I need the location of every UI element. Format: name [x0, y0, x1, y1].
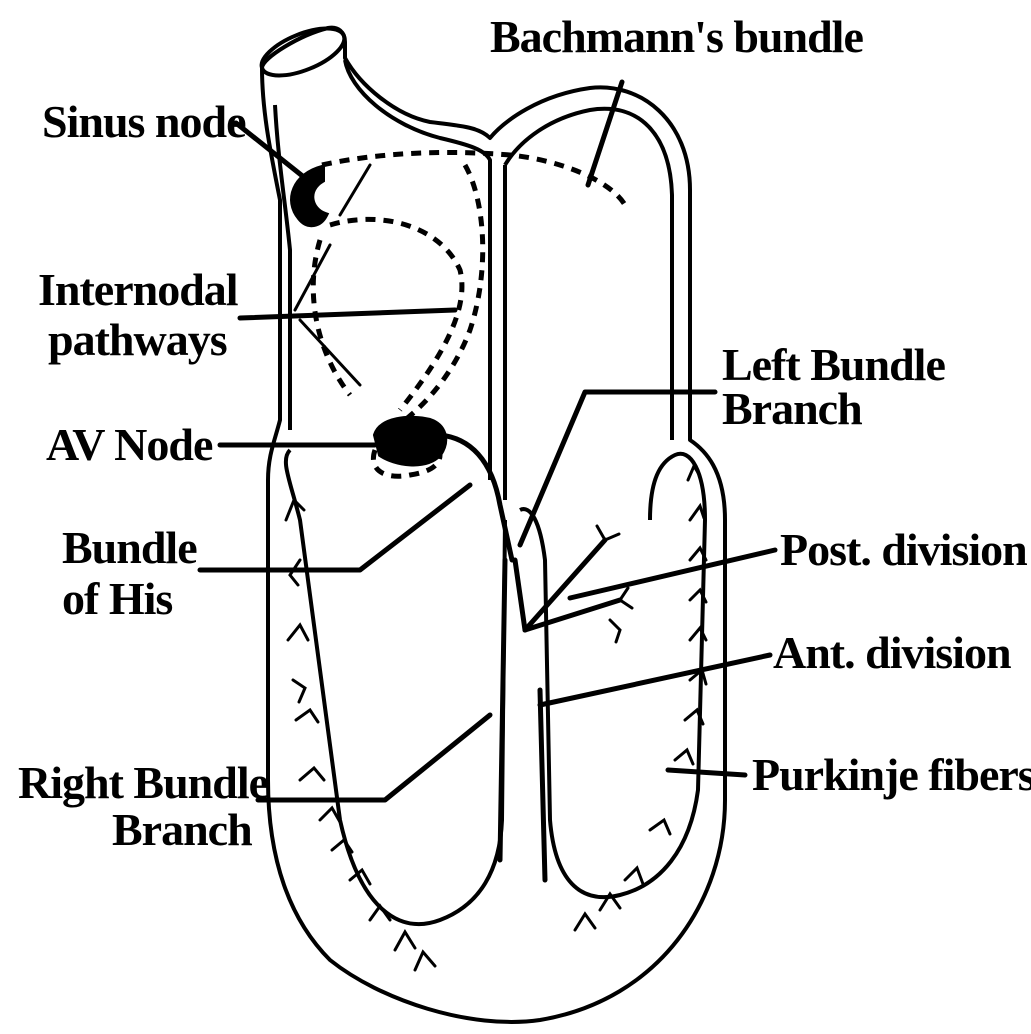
labels: Bachmann's bundle Sinus node Internodal …	[18, 11, 1031, 855]
label-his-1: Bundle	[62, 522, 197, 573]
label-internodal-1: Internodal	[38, 264, 238, 315]
purkinje-leader	[668, 770, 745, 775]
his-leader	[200, 485, 470, 570]
label-bachmann: Bachmann's bundle	[490, 11, 863, 62]
label-lbb-2: Branch	[722, 383, 862, 434]
label-sinus-node: Sinus node	[42, 96, 246, 147]
label-ant-division: Ant. division	[773, 627, 1011, 678]
label-purkinje: Purkinje fibers	[752, 749, 1031, 800]
conduction-system	[293, 152, 625, 880]
lbb-leader	[520, 392, 715, 545]
label-rbb-2: Branch	[112, 804, 252, 855]
label-post-division: Post. division	[780, 524, 1027, 575]
bachmann-leader	[588, 82, 622, 185]
ant-division-leader	[540, 655, 770, 705]
sinus-node-shape	[293, 168, 325, 224]
sinus-leader	[236, 123, 305, 178]
av-node-shape	[375, 418, 445, 465]
purkinje-fibers	[286, 466, 706, 970]
label-his-2: of His	[62, 573, 172, 624]
rbb-leader	[258, 715, 490, 800]
post-division-leader	[570, 550, 775, 598]
label-internodal-2: pathways	[48, 314, 227, 365]
label-rbb-1: Right Bundle	[18, 757, 269, 808]
internodal-leader	[240, 310, 455, 318]
label-av-node: AV Node	[46, 419, 213, 470]
heart-outline	[255, 19, 725, 1022]
